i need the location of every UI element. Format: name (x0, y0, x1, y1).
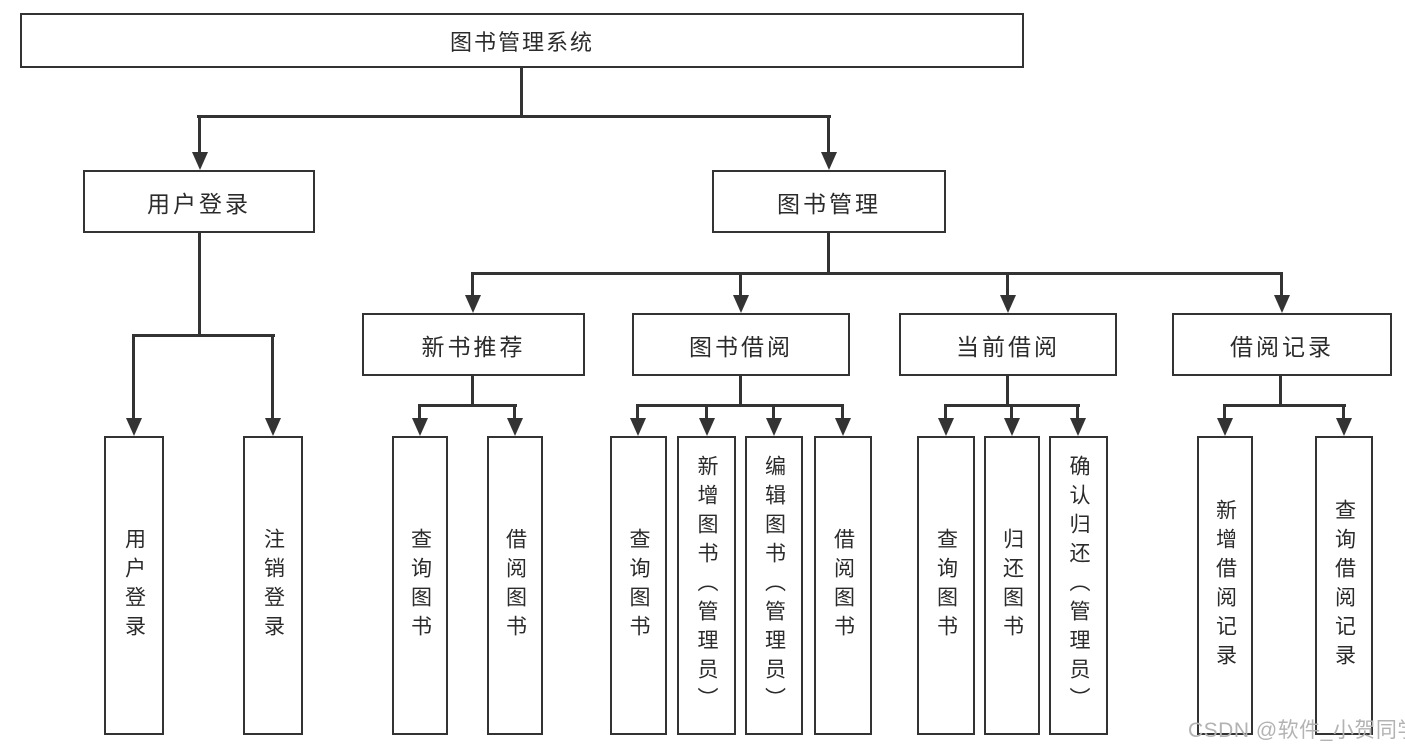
connector-recommend-hline (418, 404, 517, 407)
node-user-login: 用户登录 (83, 170, 315, 233)
arrowhead-book-management-icon (821, 152, 837, 170)
connector-arrow-shaft-leaf-login (132, 334, 135, 420)
arrowhead-br-query-icon (1336, 418, 1352, 436)
arrowhead-bb-query-icon (630, 418, 646, 436)
connector-book-borrow-stub (739, 376, 742, 407)
node-book-management: 图书管理 (712, 170, 946, 233)
leaf-add-borrow-record: 新增借阅记录 (1197, 436, 1253, 735)
connector-book-management-stub (827, 233, 830, 275)
connector-arrow-shaft-bb-edit (772, 404, 775, 420)
connector-arrow-shaft-recommend (471, 272, 474, 298)
csdn-watermark: CSDN @软件_小贺同学 (1188, 719, 1405, 742)
leaf-query-books-borrow: 查询图书 (610, 436, 667, 735)
connector-arrow-shaft-borrow-records (1280, 272, 1283, 298)
arrowhead-rec-query-icon (412, 418, 428, 436)
node-new-book-recommend-label: 新书推荐 (421, 333, 526, 360)
connector-arrow-shaft-cb-query (944, 404, 947, 420)
connector-arrow-shaft-book-borrow (739, 272, 742, 298)
leaf-return-books-label: 归还图书 (1000, 527, 1024, 644)
arrowhead-rec-borrow-icon (507, 418, 523, 436)
connector-arrow-shaft-rec-query (418, 404, 421, 420)
node-root-label: 图书管理系统 (449, 29, 594, 55)
connector-arrow-shaft-cb-return (1010, 404, 1013, 420)
connector-root-stub (520, 67, 523, 117)
arrowhead-cb-query-icon (938, 418, 954, 436)
connector-arrow-shaft-bb-add (705, 404, 708, 420)
leaf-user-login: 用户登录 (104, 436, 164, 735)
connector-arrow-shaft-current-borrow (1006, 272, 1009, 298)
connector-recommend-stub (471, 376, 474, 407)
connector-user-login-hline (132, 334, 275, 337)
leaf-query-books-borrow-label: 查询图书 (627, 527, 650, 644)
leaf-borrow-books-recommend-label: 借阅图书 (503, 527, 527, 644)
leaf-borrow-books-label: 借阅图书 (831, 527, 855, 644)
connector-arrow-shaft-rec-borrow (513, 404, 516, 420)
leaf-query-books-current: 查询图书 (917, 436, 975, 735)
node-current-borrow: 当前借阅 (899, 313, 1117, 376)
leaf-return-books: 归还图书 (984, 436, 1040, 735)
arrowhead-leaf-logout-icon (265, 418, 281, 436)
leaf-add-books-admin-label: 新增图书（管理员） (695, 455, 718, 716)
node-borrow-records-label: 借阅记录 (1230, 333, 1334, 360)
connector-level3-hline (471, 272, 1283, 275)
connector-arrow-shaft-br-query (1342, 404, 1345, 420)
leaf-add-borrow-record-label: 新增借阅记录 (1213, 498, 1237, 673)
arrowhead-bb-edit-icon (766, 418, 782, 436)
arrowhead-bb-add-icon (699, 418, 715, 436)
connector-borrow-records-stub (1279, 376, 1282, 407)
connector-book-borrow-hline (636, 404, 844, 407)
arrowhead-book-borrow-icon (733, 295, 749, 313)
connector-arrow-shaft-user-login (198, 115, 201, 154)
arrowhead-user-login-icon (192, 152, 208, 170)
arrowhead-cb-confirm-icon (1070, 418, 1086, 436)
leaf-confirm-return-admin: 确认归还（管理员） (1049, 436, 1108, 735)
connector-arrow-shaft-bb-query (636, 404, 639, 420)
leaf-borrow-books-recommend: 借阅图书 (487, 436, 543, 735)
arrowhead-cb-return-icon (1004, 418, 1020, 436)
arrowhead-br-add-icon (1217, 418, 1233, 436)
node-root-system: 图书管理系统 (20, 13, 1024, 68)
node-borrow-records: 借阅记录 (1172, 313, 1392, 376)
node-new-book-recommend: 新书推荐 (362, 313, 585, 376)
leaf-add-books-admin: 新增图书（管理员） (677, 436, 736, 735)
connector-borrow-records-hline (1223, 404, 1346, 407)
leaf-borrow-books: 借阅图书 (814, 436, 872, 735)
node-user-login-label: 用户登录 (147, 190, 251, 217)
leaf-logout-label: 注销登录 (261, 527, 285, 644)
arrowhead-leaf-login-icon (126, 418, 142, 436)
connector-arrow-shaft-leaf-logout (271, 334, 274, 420)
connector-current-borrow-stub (1006, 376, 1009, 407)
node-book-borrow-label: 图书借阅 (689, 333, 793, 360)
leaf-query-books-recommend: 查询图书 (392, 436, 448, 735)
node-current-borrow-label: 当前借阅 (956, 333, 1060, 360)
leaf-query-borrow-record: 查询借阅记录 (1315, 436, 1373, 735)
connector-arrow-shaft-bb-borrow (841, 404, 844, 420)
leaf-edit-books-admin: 编辑图书（管理员） (745, 436, 803, 735)
node-book-management-label: 图书管理 (777, 190, 881, 217)
arrowhead-recommend-icon (465, 295, 481, 313)
leaf-edit-books-admin-label: 编辑图书（管理员） (762, 455, 786, 716)
connector-user-login-stub (198, 233, 201, 337)
node-book-borrow: 图书借阅 (632, 313, 850, 376)
arrowhead-borrow-records-icon (1274, 295, 1290, 313)
arrowhead-current-borrow-icon (1000, 295, 1016, 313)
leaf-query-borrow-record-label: 查询借阅记录 (1332, 498, 1356, 673)
connector-arrow-shaft-cb-confirm (1076, 404, 1079, 420)
arrowhead-bb-borrow-icon (835, 418, 851, 436)
leaf-query-books-recommend-label: 查询图书 (408, 527, 432, 644)
leaf-query-books-current-label: 查询图书 (934, 527, 958, 644)
connector-level1-hline (197, 115, 831, 118)
connector-arrow-shaft-br-add (1223, 404, 1226, 420)
connector-arrow-shaft-book-management (827, 115, 830, 154)
leaf-user-login-label: 用户登录 (122, 527, 146, 644)
leaf-confirm-return-admin-label: 确认归还（管理员） (1067, 455, 1090, 716)
leaf-logout: 注销登录 (243, 436, 303, 735)
